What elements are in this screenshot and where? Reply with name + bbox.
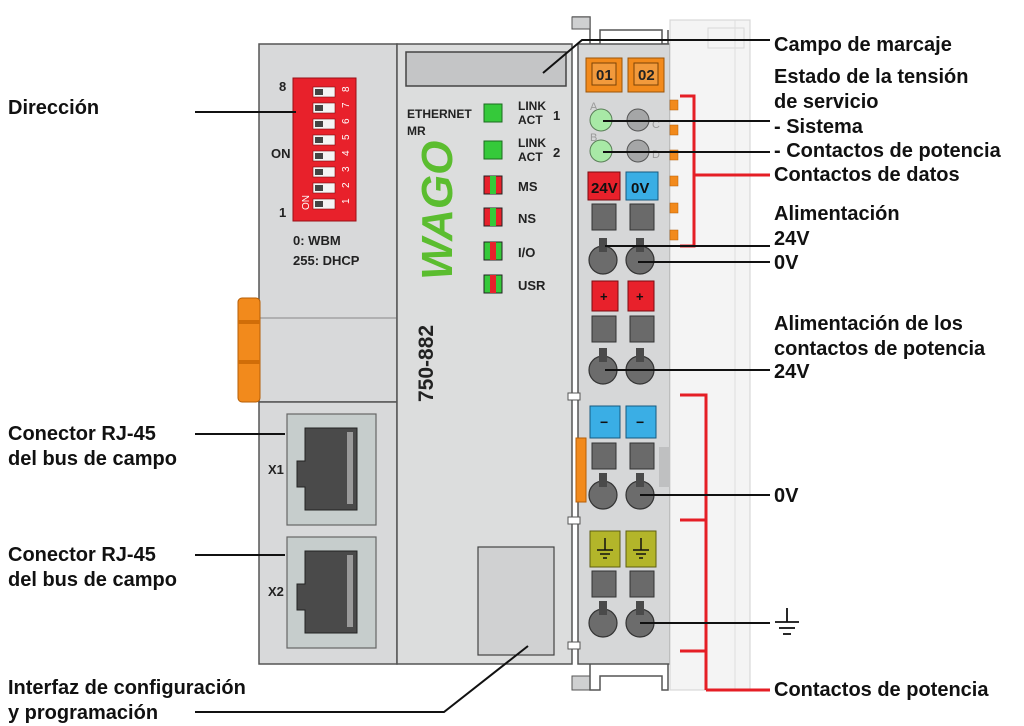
label-estado-line2: de servicio (774, 91, 879, 113)
power-plus-terminals[interactable]: + + (588, 280, 655, 385)
supply-terminals[interactable]: 24V 0V (587, 171, 659, 275)
led-io (483, 241, 503, 261)
led-label-io: I/O (518, 245, 535, 260)
wago-logo: WAGO (413, 141, 462, 280)
minus-label-1: − (600, 414, 608, 430)
dip-number-6: 6 (341, 118, 352, 124)
dip-switch-knobs (315, 89, 323, 207)
model-number: 750-882 (415, 325, 438, 402)
label-alim-potencia-line1: Alimentación de los (774, 313, 963, 335)
controller-body (237, 43, 573, 665)
marker-01: 01 (596, 67, 613, 84)
dip-number-3: 3 (341, 166, 352, 172)
led-label-act-2: ACT (518, 150, 543, 164)
led-letter-a: A (590, 101, 598, 113)
dip-number-8: 8 (341, 86, 352, 92)
led-letter-d: D (652, 149, 660, 161)
dip-number-7: 7 (341, 102, 352, 108)
plus-label-1: + (600, 289, 608, 304)
status-leds (483, 103, 503, 294)
label-alim-potencia-24v: 24V (774, 361, 810, 383)
supply-leds: A C B D (589, 101, 660, 163)
earth-icon (597, 538, 613, 559)
label-rj45-2-line1: Conector RJ-45 (8, 544, 156, 566)
led-label-link-2: LINK (518, 136, 546, 150)
rj45-port-x2[interactable]: X2 (268, 536, 377, 649)
led-link-act-2 (483, 140, 503, 160)
ground-icon (775, 608, 799, 635)
mr-label: MR (407, 124, 426, 138)
led-label-ms: MS (518, 179, 538, 194)
plus-label-2: + (636, 289, 644, 304)
label-rj45-1-line1: Conector RJ-45 (8, 423, 156, 445)
label-alimentacion-24v: 24V (774, 228, 810, 250)
led-label-link-1: LINK (518, 99, 546, 113)
dhcp-label: 255: DHCP (293, 253, 360, 268)
label-alim-potencia-line2: contactos de potencia (774, 338, 986, 360)
dip-number-1: 1 (341, 198, 352, 204)
dip-on-vertical: ON (301, 195, 312, 210)
x2-label: X2 (268, 584, 284, 599)
label-alimentacion-0v: 0V (774, 252, 799, 274)
terminal-0v-label: 0V (631, 180, 649, 197)
label-contactos-potencia: Contactos de potencia (774, 679, 989, 701)
terminal-24v-label: 24V (591, 180, 618, 197)
dip-number-4: 4 (341, 150, 352, 156)
dip-switch[interactable]: 8 7 6 5 4 3 2 1 ON 8 ON 1 0: WBM 255: DH… (271, 77, 360, 268)
dip-top-label: 8 (279, 79, 286, 94)
led-letter-c: C (652, 119, 660, 131)
led-port-2: 2 (553, 145, 560, 160)
earth-icon (633, 538, 649, 559)
x1-label: X1 (268, 462, 284, 477)
wago-logo-text: WAGO (413, 141, 462, 280)
ethernet-label: ETHERNET (407, 107, 472, 121)
label-rj45-2-line2: del bus de campo (8, 569, 177, 591)
led-label-usr: USR (518, 278, 546, 293)
wbm-label: 0: WBM (293, 233, 341, 248)
marker-02: 02 (638, 67, 655, 84)
label-contactos-datos: Contactos de datos (774, 164, 960, 186)
label-rj45-1-line2: del bus de campo (8, 448, 177, 470)
led-ns (483, 207, 503, 227)
led-label-act-1: ACT (518, 113, 543, 127)
dip-on-label: ON (271, 146, 291, 161)
label-estado-line3: - Sistema (774, 116, 864, 138)
dip-number-5: 5 (341, 134, 352, 140)
led-port-1: 1 (553, 108, 560, 123)
label-campo-marcaje: Campo de marcaje (774, 34, 952, 56)
label-interfaz-line1: Interfaz de configuración (8, 677, 246, 699)
label-0v: 0V (774, 485, 799, 507)
dip-number-2: 2 (341, 182, 352, 188)
leader-lines (195, 39, 770, 713)
dip-bottom-label: 1 (279, 205, 286, 220)
power-minus-terminals[interactable]: − − (588, 405, 657, 510)
led-usr (483, 274, 503, 294)
label-estado-line1: Estado de la tensión (774, 66, 968, 88)
led-link-act-1 (483, 103, 503, 123)
dip-switch-levers (312, 86, 336, 210)
label-estado-line4: - Contactos de potencia (774, 140, 1002, 162)
led-ms (483, 175, 503, 195)
led-label-ns: NS (518, 211, 536, 226)
label-direccion: Dirección (8, 97, 99, 119)
earth-terminals[interactable] (588, 530, 657, 638)
marker-tags: 01 02 (585, 57, 665, 93)
label-interfaz-line2: y programación (8, 702, 158, 724)
led-letter-b: B (590, 132, 597, 144)
rj45-port-x1[interactable]: X1 (268, 413, 377, 526)
minus-label-2: − (636, 414, 644, 430)
label-alimentacion-line1: Alimentación (774, 203, 900, 225)
